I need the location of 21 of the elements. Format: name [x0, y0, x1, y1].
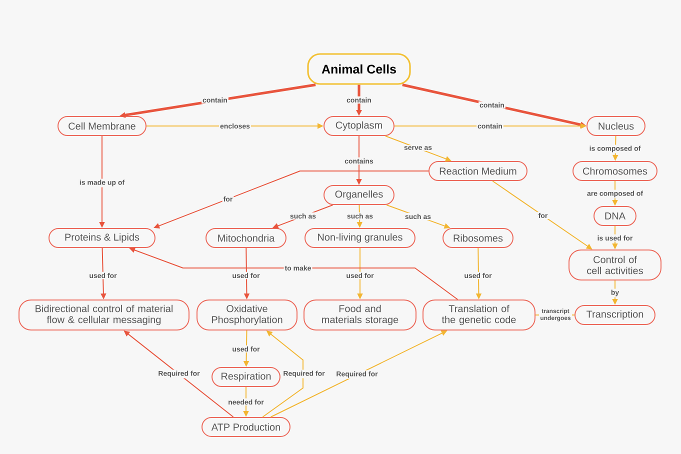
concept-box: Transcription — [574, 305, 656, 325]
concept-box: ATP Production — [202, 417, 290, 437]
concept-box: Bidirectional control of material flow & cellular messaging — [18, 300, 190, 330]
concept-box: Chromosomes — [572, 161, 658, 181]
concept-box: Nucleus — [586, 116, 646, 136]
main-concept-box: Animal Cells — [307, 53, 411, 85]
concept-box: Cytoplasm — [324, 116, 394, 136]
concept-box: Control of cell activities — [568, 250, 662, 280]
concept-box: Reaction Medium — [428, 161, 528, 181]
concept-box: Ribosomes — [442, 228, 514, 248]
concept-box: Food and materials storage — [304, 300, 416, 330]
concept-box: Cell Membrane — [58, 116, 146, 136]
concept-box: Organelles — [324, 185, 394, 205]
concept-box: Translation of the genetic code — [422, 300, 536, 330]
concept-box: Mitochondria — [206, 228, 286, 248]
concept-box: Oxidative Phosphorylation — [196, 300, 298, 330]
concept-box: Proteins & Lipids — [48, 228, 156, 248]
concept-box: Non-living granules — [304, 228, 416, 248]
concept-box: DNA — [594, 206, 636, 226]
arrow — [262, 330, 304, 418]
concept-box: Respiration — [212, 367, 280, 387]
